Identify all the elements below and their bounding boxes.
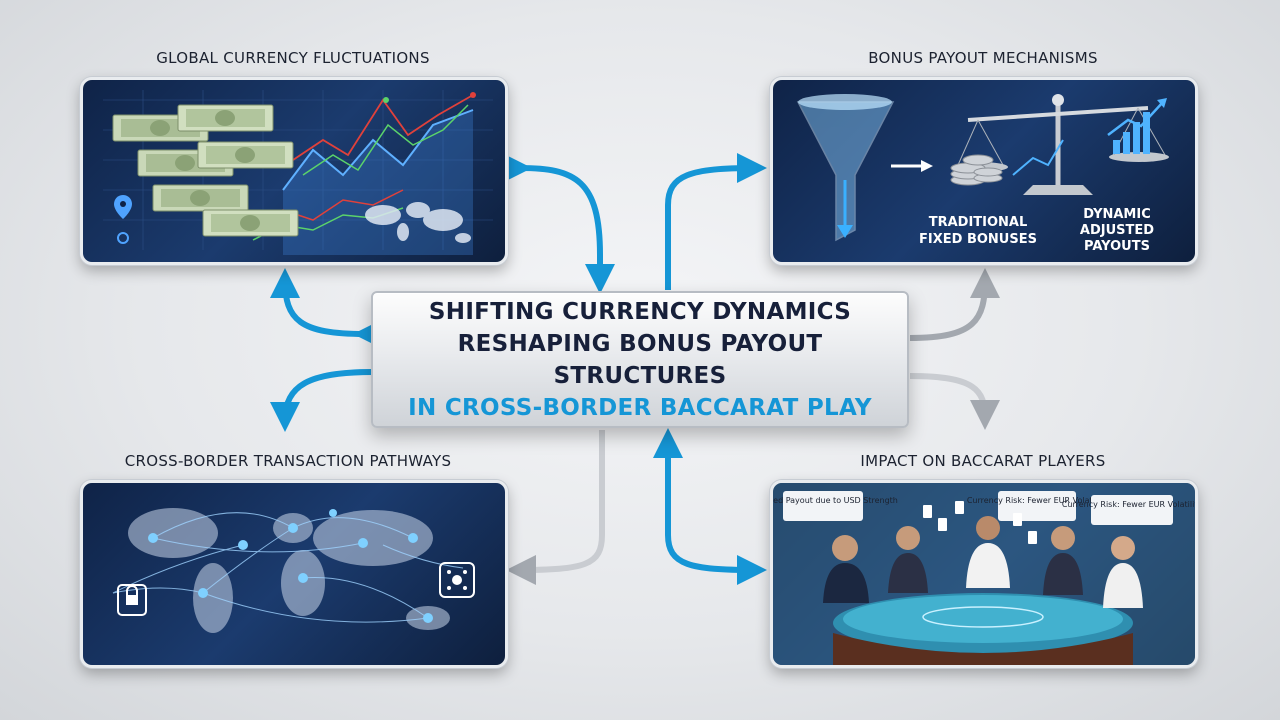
arrow-right-icon	[891, 160, 933, 172]
playing-card-icon	[923, 501, 1037, 544]
baccarat-table-illustration: Adjusted Payout due to USD Strength Curr…	[773, 483, 1195, 665]
central-topic-box: SHIFTING CURRENCY DYNAMICS RESHAPING BON…	[371, 291, 909, 428]
panel-cross-border	[80, 480, 508, 668]
label-fixed-bonuses: FIXED BONUSES	[919, 232, 1037, 247]
currency-chart-illustration	[103, 90, 493, 255]
arrow-center-to-pathways-grey	[506, 430, 605, 585]
panel-baccarat-players: Adjusted Payout due to USD Strength Curr…	[770, 480, 1198, 668]
panel-global-currency	[80, 77, 508, 265]
center-title-line-1: SHIFTING CURRENCY DYNAMICS	[428, 298, 852, 325]
label-traditional: TRADITIONAL	[929, 215, 1028, 230]
info-note-3: Currency Risk: Fewer EUR Volatility	[1062, 495, 1195, 525]
bar-chart-icon	[1107, 98, 1167, 154]
center-title-line-3: IN CROSS-BORDER BACCARAT PLAY	[408, 394, 872, 421]
arrow-globe-to-center	[501, 152, 615, 294]
network-hub-icon	[439, 562, 475, 598]
arrow-center-to-bonus-grey	[909, 268, 1000, 341]
title-impact-players: IMPACT ON BACCARAT PLAYERS	[860, 452, 1106, 470]
arrow-center-to-bonus	[665, 153, 767, 290]
title-global-currency: GLOBAL CURRENCY FLUCTUATIONS	[156, 49, 430, 67]
center-title-line-2: RESHAPING BONUS PAYOUT STRUCTURES	[457, 330, 823, 389]
svg-text:Currency Risk: Fewer EUR Volat: Currency Risk: Fewer EUR Volatility	[1062, 500, 1195, 509]
label-dynamic: DYNAMIC	[1083, 207, 1151, 222]
lock-icon	[117, 584, 147, 616]
arrow-players-to-center	[665, 534, 767, 585]
label-adjusted: ADJUSTED	[1080, 223, 1154, 238]
panel-bonus-payout: TRADITIONAL FIXED BONUSES DYNAMIC ADJUST…	[770, 77, 1198, 265]
coin-stack-icon	[950, 154, 1003, 186]
info-note-1: Adjusted Payout due to USD Strength	[773, 491, 898, 521]
title-cross-border: CROSS-BORDER TRANSACTION PATHWAYS	[124, 452, 452, 470]
arrow-center-to-players-grey	[909, 373, 1000, 430]
cash-stack-icon	[112, 104, 299, 237]
funnel-icon	[796, 94, 895, 242]
bonus-scale-illustration: TRADITIONAL FIXED BONUSES DYNAMIC ADJUST…	[796, 94, 1169, 254]
world-pathways-illustration	[112, 508, 475, 633]
location-pin-icon	[114, 195, 132, 219]
arrow-center-to-topleft	[270, 268, 384, 350]
arrow-center-to-pathways	[270, 369, 373, 432]
player-figure	[823, 516, 1143, 608]
title-bonus-payout: BONUS PAYOUT MECHANISMS	[868, 49, 1098, 67]
svg-text:Adjusted Payout due to USD Str: Adjusted Payout due to USD Strength	[773, 496, 898, 505]
world-map-icon	[365, 202, 471, 243]
svg-text:Currency Risk: Fewer EUR Volat: Currency Risk: Fewer EUR Volatility	[967, 496, 1108, 505]
label-payouts: PAYOUTS	[1084, 239, 1150, 254]
